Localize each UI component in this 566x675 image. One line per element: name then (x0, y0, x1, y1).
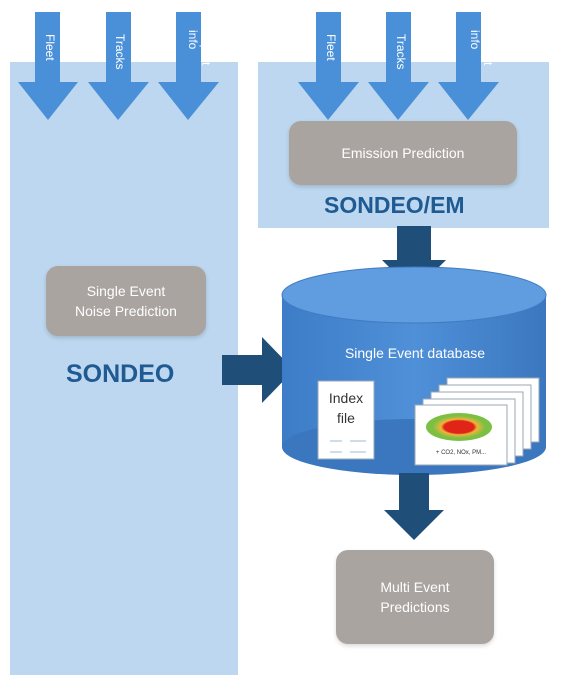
database-title: Single Event database (344, 345, 486, 361)
em-input-fleet-label: Fleet (324, 34, 338, 61)
sondeo-input-fleet-label: Fleet (43, 34, 57, 61)
sondeo-input-arrows (18, 12, 219, 120)
map-caption: + CO2, NOx, PM... (435, 450, 487, 456)
noise-prediction-box: Single Event Noise Prediction (46, 266, 206, 336)
emission-prediction-box: Emission Prediction (289, 121, 517, 185)
sondeo-em-input-arrows (298, 12, 499, 120)
em-input-airport-info-label: Airport info (468, 30, 495, 66)
airport-info-arrow (158, 12, 219, 120)
noise-contour (426, 413, 492, 441)
tracks-arrow (88, 12, 149, 120)
contour-map-stack (414, 377, 540, 466)
em-fleet-arrow (298, 12, 359, 120)
sondeo-input-tracks-label: Tracks (113, 34, 127, 70)
database-to-multi-event-arrow (384, 473, 444, 540)
em-airport-info-arrow (438, 12, 499, 120)
index-file-document (317, 380, 375, 460)
sondeo-input-airport-info-label: Airport info (186, 30, 213, 66)
index-file-label: Index file (328, 390, 364, 426)
em-tracks-arrow (368, 12, 429, 120)
sondeo-panel (10, 62, 238, 675)
sondeo-to-database-arrow (222, 337, 294, 403)
fleet-arrow (18, 12, 78, 120)
multi-event-predictions-box: Multi Event Predictions (336, 550, 494, 644)
sondeo-em-label: SONDEO/EM (324, 192, 465, 218)
sondeo-label: SONDEO (66, 360, 175, 388)
em-input-tracks-label: Tracks (394, 34, 408, 70)
